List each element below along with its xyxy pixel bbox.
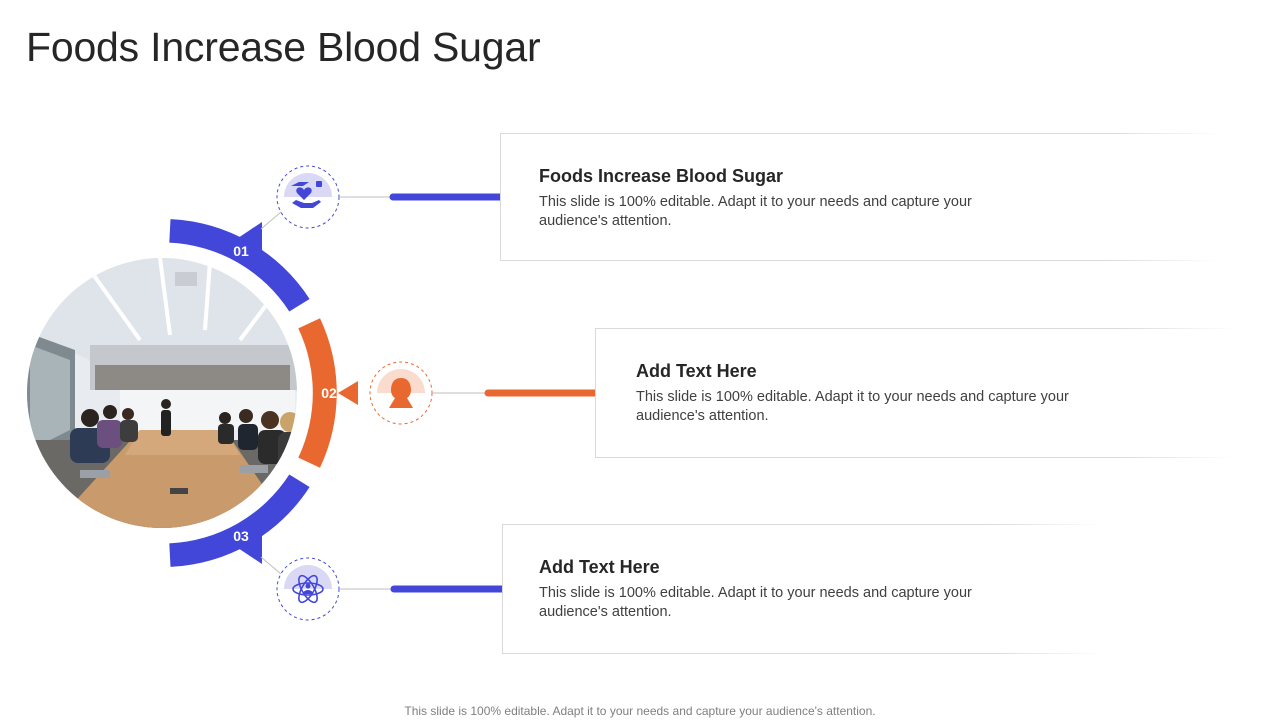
step-card-03: Add Text Here This slide is 100% editabl… xyxy=(502,524,1103,654)
atom-person-icon xyxy=(292,574,324,604)
step-heading-01: Foods Increase Blood Sugar xyxy=(539,166,784,186)
step-description-01: This slide is 100% editable. Adapt it to… xyxy=(539,194,972,229)
page-title: Foods Increase Blood Sugar xyxy=(26,24,541,70)
ring-segment-01 xyxy=(169,219,310,312)
meeting-room-photo xyxy=(27,258,297,528)
ring-pointer-02 xyxy=(338,381,358,405)
hand-heart-icon xyxy=(291,181,322,208)
step-heading-02: Add Text Here xyxy=(636,361,757,381)
step-number-01: 01 xyxy=(233,243,249,259)
step-card-02: Add Text Here This slide is 100% editabl… xyxy=(595,328,1236,458)
ring-pointer-01 xyxy=(232,222,262,252)
step-icon-circle-01 xyxy=(276,165,340,229)
ring-pointer-03 xyxy=(232,534,262,564)
step-heading-03: Add Text Here xyxy=(539,557,660,577)
step-description-02: This slide is 100% editable. Adapt it to… xyxy=(636,389,1069,424)
step-description-03: This slide is 100% editable. Adapt it to… xyxy=(539,585,972,620)
step-card-01: Foods Increase Blood Sugar This slide is… xyxy=(500,133,1221,261)
segmented-ring xyxy=(169,219,358,567)
hooded-person-icon xyxy=(389,378,413,408)
step-number-03: 03 xyxy=(233,528,249,544)
step-icon-circle-03 xyxy=(276,557,340,621)
ring-segment-03 xyxy=(169,474,310,567)
ring-segment-02 xyxy=(298,318,337,468)
footer-note: This slide is 100% editable. Adapt it to… xyxy=(404,704,876,718)
step-icon-circle-02 xyxy=(369,361,433,425)
step-number-02: 02 xyxy=(321,385,337,401)
